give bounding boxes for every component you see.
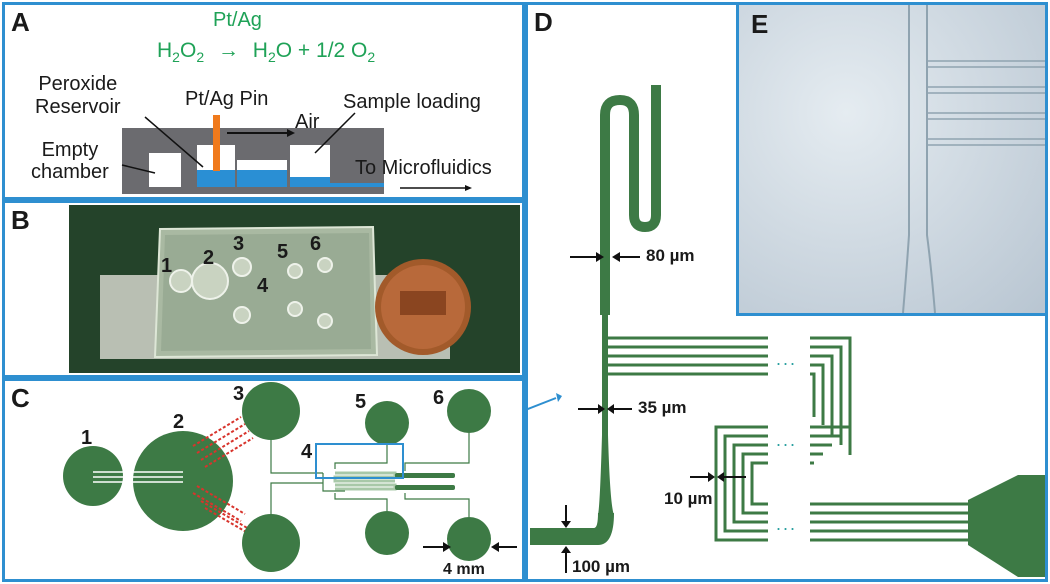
device-cross-section [121, 112, 472, 194]
layout-label-6: 6 [433, 387, 445, 409]
catalyst-label: Pt/Ag [213, 9, 262, 31]
ellipsis-top: ... [776, 349, 798, 369]
arrow-100-top-icon [561, 521, 571, 528]
layout-port-5b [365, 511, 409, 555]
dim-35-label: 35 µm [638, 398, 687, 417]
layout-label-5: 5 [355, 391, 367, 413]
divider-liquid [237, 170, 287, 187]
arrow-10-right-icon [717, 472, 724, 482]
sample-liquid [290, 177, 330, 187]
photo-port-3: 3 [233, 233, 245, 255]
layout-label-3: 3 [233, 383, 245, 405]
layout-label-2: 2 [173, 411, 185, 433]
reaction-arrow-icon: → [217, 39, 239, 62]
layout-port-5 [365, 401, 409, 445]
arrow-35-left-icon [598, 404, 605, 414]
layout-port-3 [242, 382, 300, 440]
scale-label-4mm: 4 mm [443, 561, 485, 578]
panel-e-label: E [751, 9, 769, 39]
scale-left-arrow-icon [443, 542, 451, 552]
reaction-equation: H2O2 → H2O + 1/2 O2 [157, 39, 376, 66]
sample-loading-label: Sample loading [343, 91, 481, 113]
panel-c-label: C [11, 383, 30, 413]
outlet-channel [330, 183, 384, 187]
layout-port-6 [447, 389, 491, 433]
pin-label: Pt/Ag Pin [185, 88, 269, 110]
scale-right-arrow-icon [491, 542, 499, 552]
ellipsis-bottom: ... [776, 514, 798, 534]
pt-ag-pin [213, 115, 220, 171]
photo-port-1: 1 [161, 255, 173, 277]
layout-port-1 [63, 446, 123, 506]
outlet-fan [968, 475, 1045, 577]
arrow-10-left-icon [708, 472, 715, 482]
panel-b: B 1 2 3 4 5 6 [2, 200, 525, 378]
serpentine-channel [600, 85, 661, 315]
photo-port-4: 4 [257, 275, 269, 297]
zoom-leader-head-icon [556, 393, 562, 402]
microfluidics-arrow-head-icon [465, 185, 472, 191]
panel-d-label: D [534, 7, 553, 37]
micrograph [739, 5, 1045, 313]
sample-leader [314, 112, 356, 154]
dim-100-label: 100 µm [572, 557, 630, 576]
layout-label-1: 1 [81, 427, 93, 449]
channel-detail [528, 85, 1045, 577]
panel-c: C 1 2 3 4 5 6 4 mm [2, 378, 525, 582]
photo-port-5: 5 [277, 241, 289, 263]
layout-port-6b [447, 517, 491, 561]
layout-label-4: 4 [301, 441, 313, 463]
panel-a-label: A [11, 7, 30, 37]
arrow-35-right-icon [607, 404, 614, 414]
zoom-box [315, 443, 404, 479]
zoom-leader [528, 397, 557, 411]
photo-port-2: 2 [203, 247, 215, 269]
dim-10-label: 10 µm [664, 489, 713, 508]
empty-chamber-label: Empty chamber [31, 139, 109, 183]
panel-a: A Pt/Ag H2O2 → H2O + 1/2 O2 [2, 2, 525, 200]
panel-b-label: B [11, 205, 30, 235]
arrow-80-right-icon [612, 252, 620, 262]
to-microfluidics-label: To Microfluidics [355, 157, 492, 179]
red-pattern-top [192, 416, 254, 468]
air-label: Air [295, 111, 320, 133]
layout-port-2 [133, 431, 233, 531]
layout-port-3b [242, 514, 300, 572]
arrow-80-left-icon [596, 252, 604, 262]
photo-port-6: 6 [310, 233, 322, 255]
empty-chamber-leader [121, 164, 156, 174]
arrow-100-bottom-icon [561, 546, 571, 553]
empty-chamber-cavity [149, 153, 181, 187]
air-arrow-head-icon [287, 129, 295, 137]
peroxide-leader [144, 116, 204, 168]
dim-80-label: 80 µm [646, 246, 695, 265]
device-layout [63, 382, 517, 572]
panel-e: E [736, 2, 1048, 316]
peroxide-label: Peroxide Reservoir [35, 73, 121, 118]
reservoir-liquid [197, 170, 235, 187]
device-photo [69, 205, 520, 373]
ellipsis-middle: ... [776, 430, 798, 450]
